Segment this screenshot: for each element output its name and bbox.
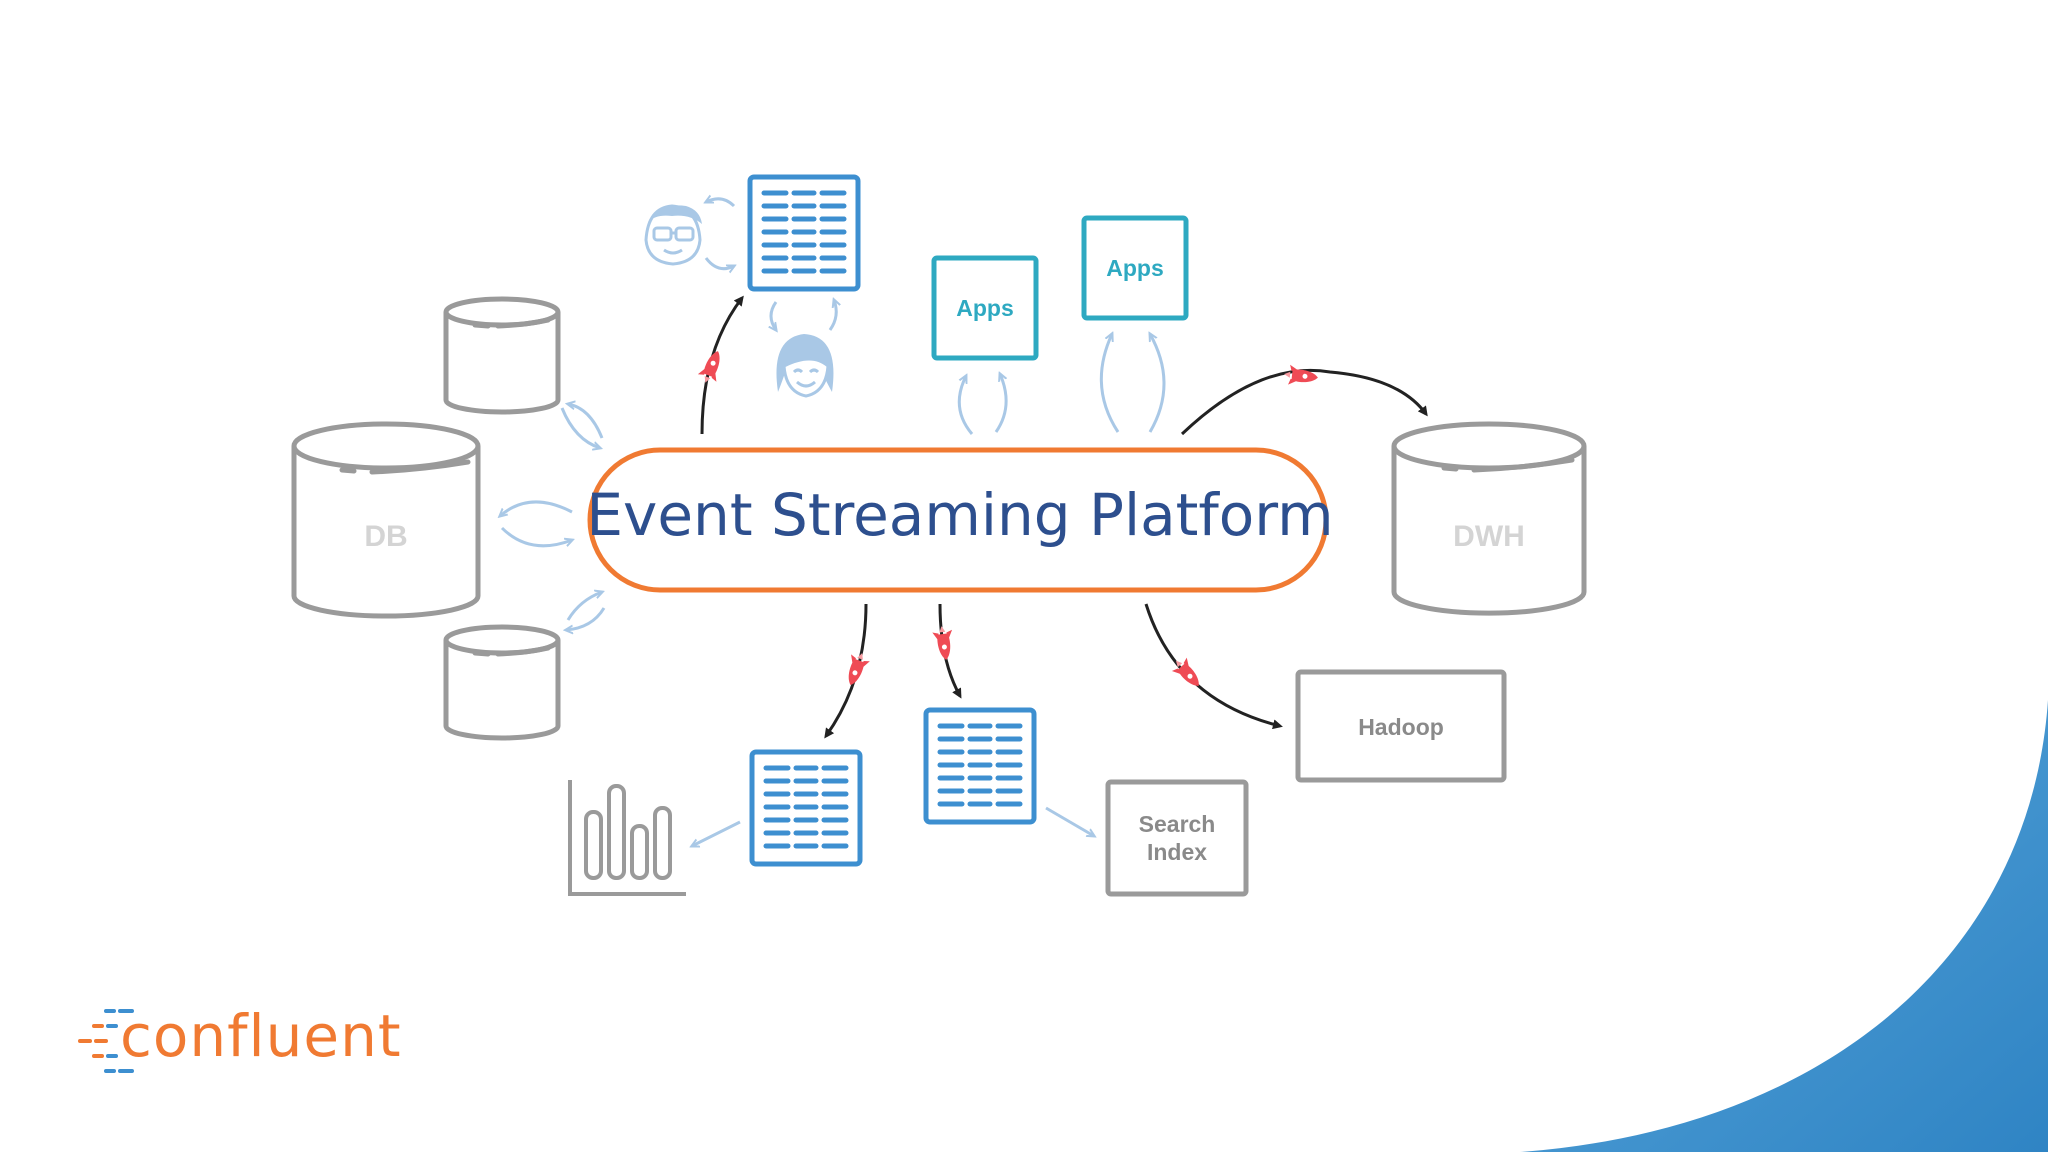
small-database-bottom [443,624,561,741]
confluent-logo: confluent [78,1002,402,1073]
dwh-database-icon [1391,421,1587,616]
arrow-to-hadoop [1144,603,1283,730]
db-sync-arrows [500,404,606,630]
apps-label-1: Apps [956,295,1014,321]
search-index-label-line2: Index [1147,839,1207,865]
database-icon [291,421,481,619]
table-icon [926,710,1034,822]
corner-decoration [1520,700,2048,1152]
search-index-label-line1: Search [1139,811,1216,837]
user-glasses-icon [644,204,702,266]
woman-sync-arrows [771,300,836,330]
search-index-box: Search Index [1105,779,1249,897]
rocket-icon [841,649,872,689]
dwh-label: DWH [1453,520,1525,553]
arrow-to-chart [692,820,741,846]
platform-title: Event Streaming Platform [586,481,1333,549]
db-label: DB [364,520,407,553]
user-woman-icon [776,334,834,398]
apps-sync-arrows [957,334,1166,435]
rocket-icon [1283,364,1319,388]
arrow-to-search-index [1045,806,1094,836]
arrow-to-dwh [1180,368,1428,436]
apps-box-2: Apps [1081,215,1189,321]
event-streaming-platform: Event Streaming Platform [586,447,1334,593]
bar-chart-icon [568,780,686,896]
confluent-logo-mark [78,1009,134,1073]
apps-label-2: Apps [1106,255,1164,281]
rocket-icon [695,347,728,387]
table-icon [750,177,858,289]
table-icon [752,752,860,864]
user-sync-arrows [706,199,734,269]
hadoop-label: Hadoop [1358,714,1444,740]
small-database-top [443,296,561,415]
apps-box-1: Apps [931,255,1039,361]
confluent-logo-text: confluent [120,1002,402,1070]
rocket-icon [931,624,957,662]
hadoop-box: Hadoop [1295,669,1507,783]
